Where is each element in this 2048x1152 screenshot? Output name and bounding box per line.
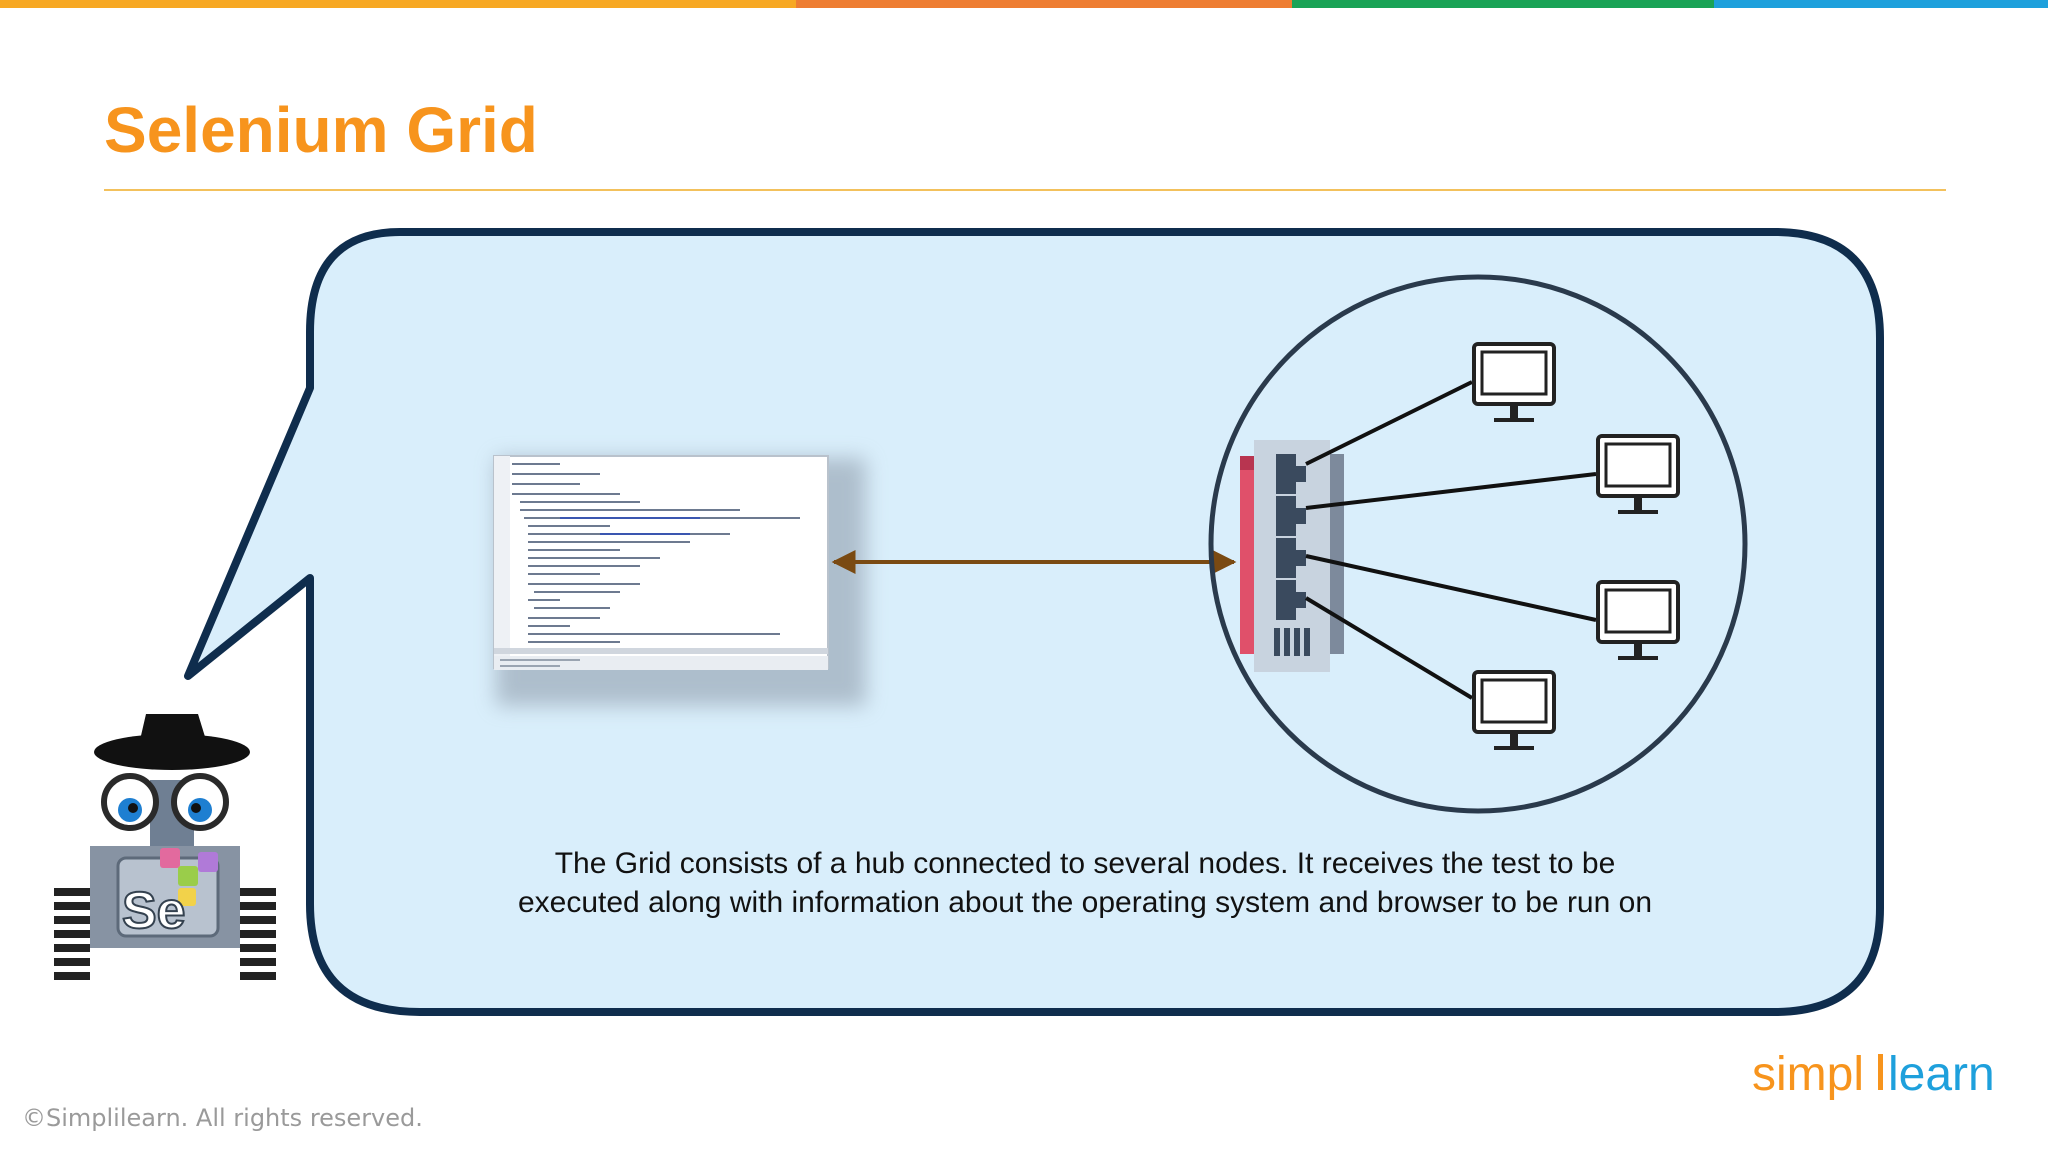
slide-caption: The Grid consists of a hub connected to … — [440, 844, 1730, 922]
speech-bubble — [184, 228, 1884, 1016]
code-window-icon — [493, 455, 866, 706]
top-bar-blue — [1714, 0, 2048, 8]
monitor-icon — [1472, 670, 1556, 750]
monitor-icon — [1472, 342, 1556, 422]
svg-text:learn: learn — [1888, 1048, 1992, 1101]
hub-cables — [1304, 380, 1597, 700]
monitor-icon — [1596, 580, 1680, 660]
monitor-icon — [1596, 434, 1680, 514]
top-bar-dark-orange — [796, 0, 1292, 8]
top-bar-orange — [0, 0, 796, 8]
title-divider — [104, 189, 1946, 191]
grid-circle — [1208, 274, 1748, 814]
svg-text:simpl: simpl — [1752, 1048, 1864, 1101]
caption-line: executed along with information about th… — [517, 886, 1653, 919]
selenium-robot-mascot-icon: Se — [54, 714, 276, 980]
svg-text:Se: Se — [122, 882, 186, 940]
network-hub-icon — [1240, 440, 1344, 672]
caption-line: The Grid consists of a hub connected to … — [554, 847, 1616, 880]
top-bar-green — [1292, 0, 1714, 8]
slide-title: Selenium Grid — [104, 94, 538, 166]
copyright-footer: ©Simplilearn. All rights reserved. — [22, 1104, 423, 1132]
simplilearn-logo: simpl learn — [1752, 1040, 1992, 1108]
